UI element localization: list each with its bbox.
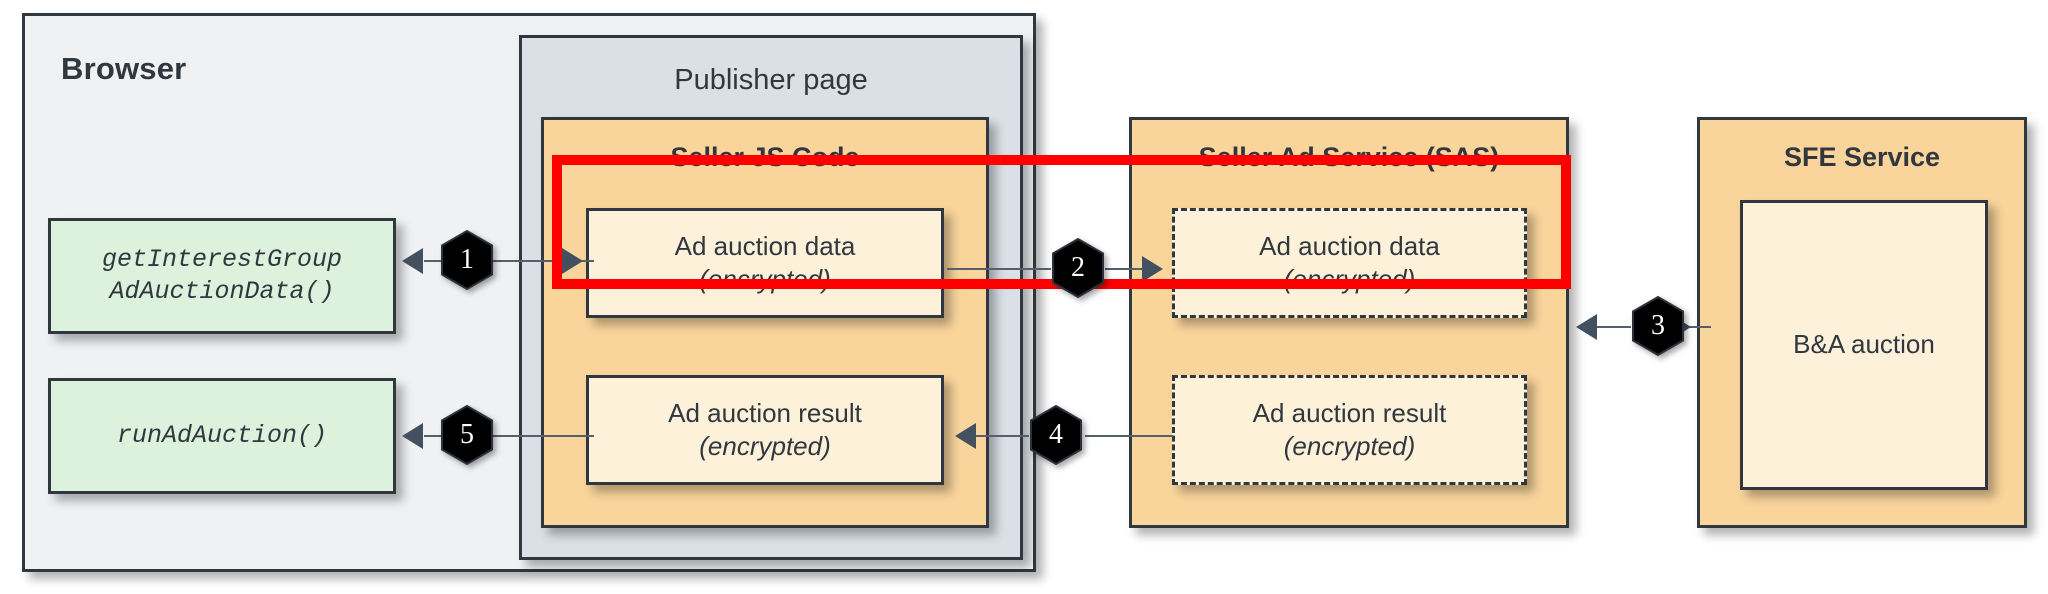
connector-line-step5-right [492, 435, 594, 437]
connector-line-step2-right [1105, 268, 1150, 270]
run-ad-auction-label: runAdAuction() [116, 420, 328, 450]
bna-auction-title: B&A auction [1793, 329, 1935, 360]
bna-auction-box: B&A auction [1740, 200, 1988, 490]
seller-js-ad-auction-data-box: Ad auction data (encrypted) [586, 208, 944, 318]
step-4-badge: 4 [1029, 405, 1083, 465]
sas-ad-auction-result-box: Ad auction result (encrypted) [1172, 375, 1527, 485]
connector-line-step1-right [492, 260, 594, 262]
seller-js-ad-auction-result-subtitle: (encrypted) [699, 431, 831, 461]
seller-js-ad-auction-result-box: Ad auction result (encrypted) [586, 375, 944, 485]
step-4-number: 4 [1049, 419, 1063, 450]
seller-js-ad-auction-result-title: Ad auction result [668, 397, 862, 428]
sas-ad-auction-data-title: Ad auction data [1259, 230, 1440, 261]
connector-line-step3-right [1685, 326, 1711, 328]
seller-ad-service-label: Seller Ad Service (SAS) [1198, 142, 1500, 172]
get-interest-group-ad-auction-data-box: getInterestGroup AdAuctionData() [48, 218, 396, 334]
connector-arrow-step4-to-seller-js [955, 423, 976, 449]
sas-ad-auction-data-box: Ad auction data (encrypted) [1172, 208, 1527, 318]
step-3-badge: 3 [1631, 296, 1685, 356]
step-2-number: 2 [1071, 252, 1085, 283]
browser-label: Browser [61, 51, 187, 86]
connector-arrow-step5-to-browser [402, 423, 423, 449]
sas-ad-auction-result-title: Ad auction result [1252, 397, 1447, 428]
sas-ad-auction-data-subtitle: (encrypted) [1283, 264, 1416, 294]
step-2-badge: 2 [1051, 238, 1105, 298]
publisher-page-label: Publisher page [674, 64, 868, 96]
step-1-badge: 1 [440, 230, 494, 290]
run-ad-auction-box: runAdAuction() [48, 378, 396, 494]
connector-arrow-step3-to-sas [1576, 314, 1597, 340]
connector-line-step4-left [975, 435, 1029, 437]
get-interest-group-ad-auction-data-label: getInterestGroup AdAuctionData() [101, 244, 343, 307]
connector-line-step3-left [1597, 326, 1631, 328]
connector-arrow-step2-to-sas [1142, 256, 1163, 282]
connector-line-step2-left [947, 268, 1051, 270]
connector-arrow-step1-to-browser [402, 248, 423, 274]
seller-js-code-label: Seller JS Code [670, 142, 860, 172]
sfe-service-label: SFE Service [1783, 142, 1941, 172]
step-3-number: 3 [1651, 310, 1665, 341]
connector-arrow-step1-to-seller-js [562, 248, 583, 274]
seller-js-ad-auction-data-title: Ad auction data [674, 230, 856, 261]
step-1-number: 1 [460, 244, 474, 275]
sas-ad-auction-result-subtitle: (encrypted) [1283, 431, 1416, 461]
seller-js-ad-auction-data-subtitle: (encrypted) [699, 264, 831, 294]
step-5-number: 5 [460, 419, 474, 450]
connector-line-step4-right [1085, 435, 1173, 437]
step-5-badge: 5 [440, 405, 494, 465]
